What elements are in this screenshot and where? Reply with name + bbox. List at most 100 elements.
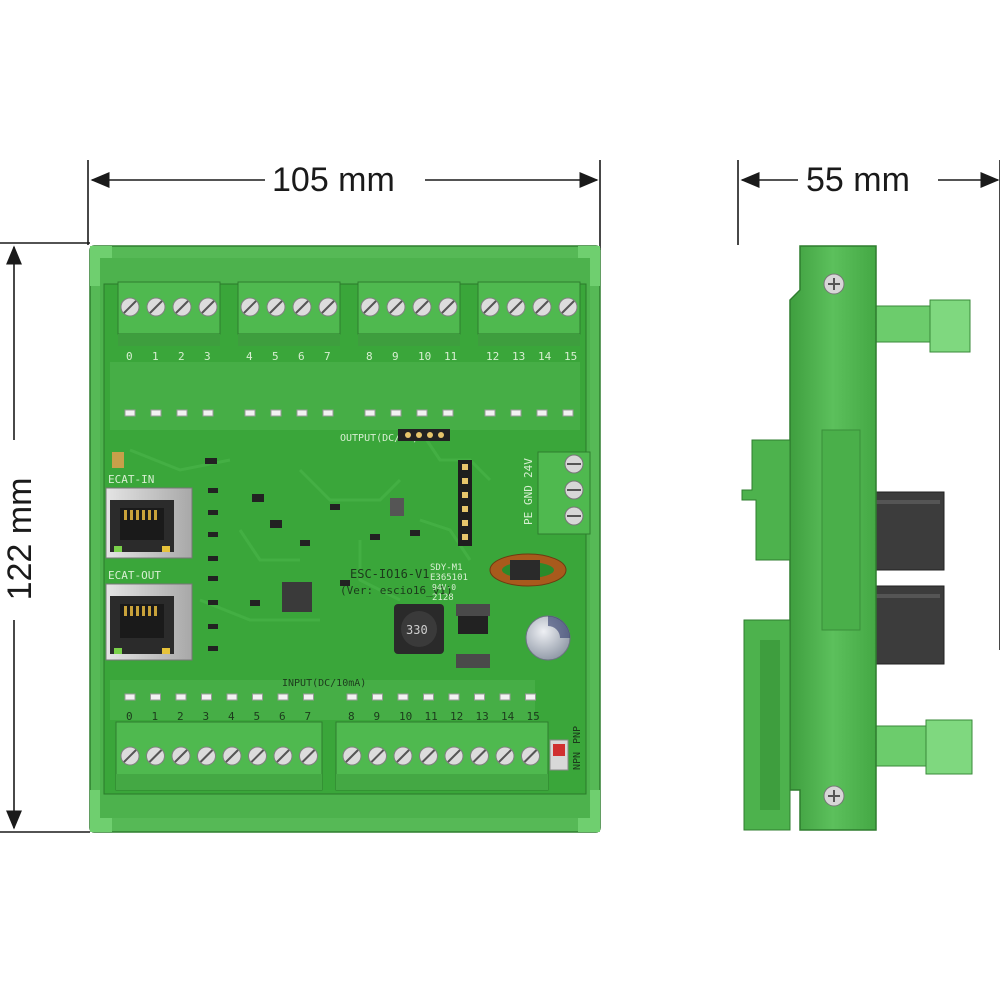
input-channel-label: 9 <box>374 710 381 723</box>
output-led <box>176 409 188 417</box>
input-led <box>346 693 358 701</box>
rj45-in-port <box>105 487 193 559</box>
output-screw-slot <box>535 300 549 314</box>
input-screw-slot <box>396 749 410 763</box>
output-screw-slot <box>295 300 309 314</box>
npn-pnp-switch <box>549 739 569 771</box>
input-title: INPUT(DC/10mA) <box>282 678 366 689</box>
input-channel-label: 0 <box>126 710 133 723</box>
output-led <box>484 409 496 417</box>
output-screw-slot <box>175 300 189 314</box>
output-led <box>416 409 428 417</box>
output-channel-label: 15 <box>564 350 577 363</box>
output-screw-slot <box>243 300 257 314</box>
input-channel-label: 12 <box>450 710 463 723</box>
output-led <box>390 409 402 417</box>
input-screw-slot <box>199 749 214 763</box>
output-channel-label: 4 <box>246 350 253 363</box>
input-led <box>226 693 238 701</box>
output-screw-slot <box>363 300 377 314</box>
input-screw-slot <box>276 749 290 763</box>
pnp-label: PNP <box>572 726 583 744</box>
output-channel-label: 10 <box>418 350 431 363</box>
input-led <box>525 693 536 701</box>
output-channel-label: 7 <box>324 350 331 363</box>
power-24v-label: 24V <box>522 458 535 478</box>
input-channel-label: 3 <box>203 710 210 723</box>
board-code: 2128 <box>432 593 454 603</box>
ecat-in-label: ECAT-IN <box>108 473 154 486</box>
output-led <box>510 409 522 417</box>
input-screw-slot <box>498 749 512 763</box>
input-screw-slot <box>370 749 385 763</box>
output-screw-slot <box>483 300 497 314</box>
power-gnd-label: GND <box>522 485 535 505</box>
output-channel-label: 6 <box>298 350 305 363</box>
input-channel-label: 11 <box>425 710 438 723</box>
input-screw-slot <box>148 749 163 763</box>
pin-header <box>458 460 472 546</box>
output-channel-label: 14 <box>538 350 552 363</box>
regulator-chip <box>458 614 488 634</box>
input-screw-slot <box>301 749 316 763</box>
dimension-lines <box>0 160 1000 833</box>
input-channel-label: 8 <box>348 710 355 723</box>
cert-mark-1: SDY-M1 <box>430 563 463 573</box>
input-screw-slot <box>123 749 137 763</box>
smd-components <box>112 452 420 651</box>
input-channel-label: 10 <box>399 710 412 723</box>
output-channel-label: 12 <box>486 350 499 363</box>
output-leds <box>124 409 574 417</box>
width-dimension-label: 105 mm <box>272 161 395 199</box>
input-led <box>277 693 289 701</box>
output-led <box>202 409 214 417</box>
output-channel-label: 9 <box>392 350 399 363</box>
output-led <box>244 409 256 417</box>
output-channel-label: 2 <box>178 350 185 363</box>
output-led <box>442 409 454 417</box>
input-led <box>372 693 383 701</box>
output-screws <box>120 297 578 317</box>
output-screw-slot <box>415 300 429 314</box>
side-width-dimension-label: 55 mm <box>806 161 910 199</box>
output-screw-slot <box>201 300 215 314</box>
input-screw-slot <box>250 749 265 763</box>
svg-text:330: 330 <box>406 623 428 637</box>
input-leds <box>124 693 536 701</box>
input-led <box>124 693 136 701</box>
input-led <box>474 693 485 701</box>
electrolytic-capacitor <box>525 615 571 661</box>
diode-1 <box>456 604 490 616</box>
input-screw-slot <box>523 749 538 763</box>
output-channel-label: 8 <box>366 350 373 363</box>
input-channel-label: 7 <box>305 710 312 723</box>
input-channel-label: 2 <box>177 710 184 723</box>
input-led <box>423 693 434 701</box>
input-screw-slot <box>345 749 359 763</box>
input-led <box>499 693 511 701</box>
output-led <box>322 409 334 417</box>
cert-mark-2: E365101 <box>430 573 468 583</box>
input-screw-slot <box>421 749 436 763</box>
output-screw-slot <box>509 300 523 314</box>
output-screw-slot <box>269 300 283 314</box>
output-title: OUTPUT(DC/1A) <box>340 433 418 444</box>
npn-label: NPN <box>572 752 583 770</box>
output-led <box>150 409 162 417</box>
output-led <box>364 409 376 417</box>
output-channel-label: 11 <box>444 350 457 363</box>
output-screw-slot <box>441 300 455 314</box>
output-led <box>562 409 574 417</box>
power-pe-label: PE <box>522 512 535 525</box>
output-channel-label: 3 <box>204 350 211 363</box>
output-channel-label: 13 <box>512 350 525 363</box>
output-channel-label: 5 <box>272 350 279 363</box>
side-view <box>741 245 973 831</box>
output-led <box>536 409 548 417</box>
input-led <box>175 693 187 701</box>
diode-2 <box>456 654 490 668</box>
rj45-out-port <box>105 583 193 661</box>
